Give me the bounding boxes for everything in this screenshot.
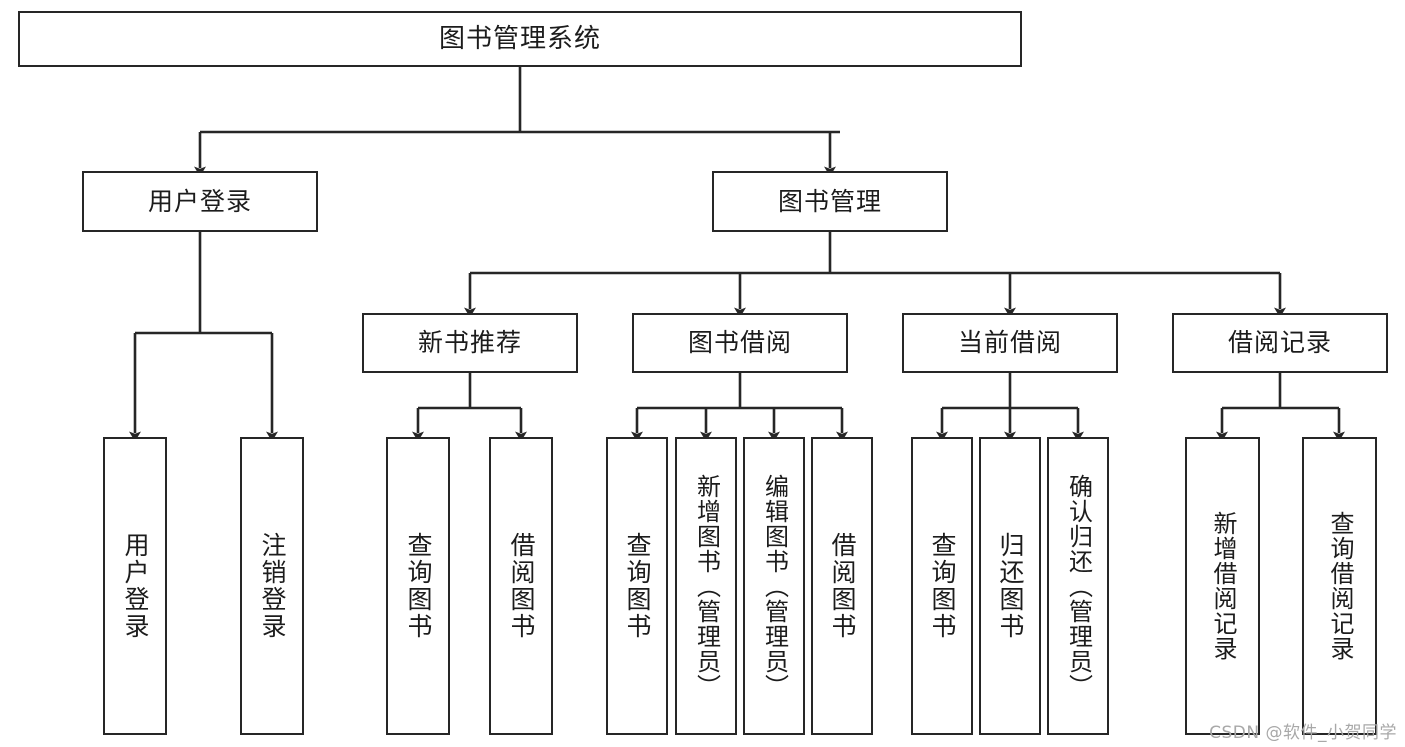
leaf-query-book-current[interactable]: 查询图书 xyxy=(911,437,973,735)
leaf-query-book-borrow[interactable]: 查询图书 xyxy=(606,437,668,735)
leaf-logout[interactable]: 注销登录 xyxy=(240,437,304,735)
watermark-text: CSDN @软件_小贺同学 xyxy=(1209,723,1397,743)
leaf-confirm-return-admin[interactable]: 确认归还（管理员） xyxy=(1047,437,1109,735)
node-borrow-record[interactable]: 借阅记录 xyxy=(1172,313,1388,373)
leaf-label: 借阅图书 xyxy=(828,532,857,640)
leaf-label: 归还图书 xyxy=(996,532,1025,640)
leaf-label: 新增图书（管理员） xyxy=(692,473,721,699)
leaf-query-book-new[interactable]: 查询图书 xyxy=(386,437,450,735)
leaf-label: 确认归还（管理员） xyxy=(1064,473,1093,699)
node-user-login[interactable]: 用户登录 xyxy=(82,171,318,232)
leaf-return-book[interactable]: 归还图书 xyxy=(979,437,1041,735)
node-new-book-recommend[interactable]: 新书推荐 xyxy=(362,313,578,373)
leaf-label: 查询图书 xyxy=(623,532,652,640)
leaf-label: 编辑图书（管理员） xyxy=(760,473,789,699)
leaf-label: 查询图书 xyxy=(404,532,433,640)
leaf-label: 借阅图书 xyxy=(507,532,536,640)
node-book-borrow[interactable]: 图书借阅 xyxy=(632,313,848,373)
leaf-label: 查询图书 xyxy=(928,532,957,640)
leaf-borrow-book-new[interactable]: 借阅图书 xyxy=(489,437,553,735)
node-current-borrow[interactable]: 当前借阅 xyxy=(902,313,1118,373)
leaf-add-book-admin[interactable]: 新增图书（管理员） xyxy=(675,437,737,735)
node-root-system[interactable]: 图书管理系统 xyxy=(18,11,1022,67)
leaf-edit-book-admin[interactable]: 编辑图书（管理员） xyxy=(743,437,805,735)
leaf-add-borrow-record[interactable]: 新增借阅记录 xyxy=(1185,437,1260,735)
leaf-user-login[interactable]: 用户登录 xyxy=(103,437,167,735)
leaf-borrow-book[interactable]: 借阅图书 xyxy=(811,437,873,735)
leaf-label: 查询借阅记录 xyxy=(1325,511,1354,661)
leaf-label: 用户登录 xyxy=(121,532,150,640)
leaf-query-borrow-record[interactable]: 查询借阅记录 xyxy=(1302,437,1377,735)
leaf-label: 注销登录 xyxy=(258,532,287,640)
leaf-label: 新增借阅记录 xyxy=(1208,511,1237,661)
node-book-management[interactable]: 图书管理 xyxy=(712,171,948,232)
